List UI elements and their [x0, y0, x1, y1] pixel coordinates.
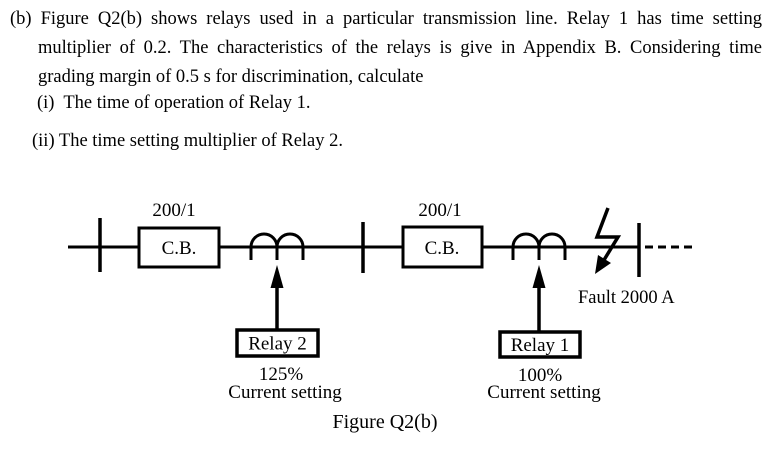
ct-2-taps [511, 247, 567, 260]
relay-1-label: Relay 1 [511, 335, 570, 356]
circuit-breaker-2: C.B. 200/1 [401, 200, 484, 269]
ct-1-taps [249, 247, 305, 260]
relay-1-current-setting-value: 100% [518, 365, 563, 386]
transmission-line-diagram: C.B. 200/1 Relay 2 125% Current setting … [68, 200, 693, 433]
relay-2-current-setting-value: 125% [259, 364, 304, 385]
relay-1-arrowhead-icon [532, 265, 546, 288]
fault-label: Fault 2000 A [578, 288, 675, 308]
circuit-breaker-2-label: C.B. [425, 238, 460, 259]
question-line-2: multiplier of 0.2. The characteristics o… [38, 38, 762, 58]
current-transformer-1 [249, 232, 305, 260]
ct-ratio-2-label: 200/1 [418, 200, 461, 221]
relay-2: Relay 2 125% Current setting [228, 328, 342, 403]
circuit-breaker-2-box [401, 225, 484, 269]
lightning-bolt-icon [594, 207, 622, 261]
ct-2-windings [511, 232, 567, 248]
ct-ratio-1-label: 200/1 [152, 200, 195, 221]
relay-2-label: Relay 2 [248, 334, 307, 355]
question-subitem-i: (i) The time of operation of Relay 1. [37, 93, 311, 113]
relay-1: Relay 1 100% Current setting [487, 330, 601, 403]
fault-arrowhead-icon [595, 255, 611, 274]
current-transformer-2 [511, 232, 567, 260]
relay-1-current-setting-label: Current setting [487, 382, 601, 403]
figure-caption: Figure Q2(b) [333, 411, 438, 433]
ct-1-windings [249, 232, 305, 248]
fault-indicator: Fault 2000 A [578, 207, 675, 308]
circuit-breaker-1-box [137, 226, 221, 269]
question-line-3: grading margin of 0.5 s for discriminati… [38, 67, 424, 87]
circuit-breaker-1: C.B. 200/1 [137, 200, 221, 269]
question-subitem-ii: (ii) The time setting multiplier of Rela… [32, 131, 344, 151]
relay-2-box [235, 328, 320, 358]
relay-2-current-setting-label: Current setting [228, 382, 342, 403]
relay-1-connection-arrow [532, 265, 546, 332]
relay-2-arrowhead-icon [270, 265, 284, 288]
circuit-breaker-1-label: C.B. [162, 238, 197, 259]
question-line-1: (b) Figure Q2(b) shows relays used in a … [10, 9, 762, 29]
relay-1-box [498, 330, 582, 359]
relay-2-connection-arrow [270, 265, 284, 330]
